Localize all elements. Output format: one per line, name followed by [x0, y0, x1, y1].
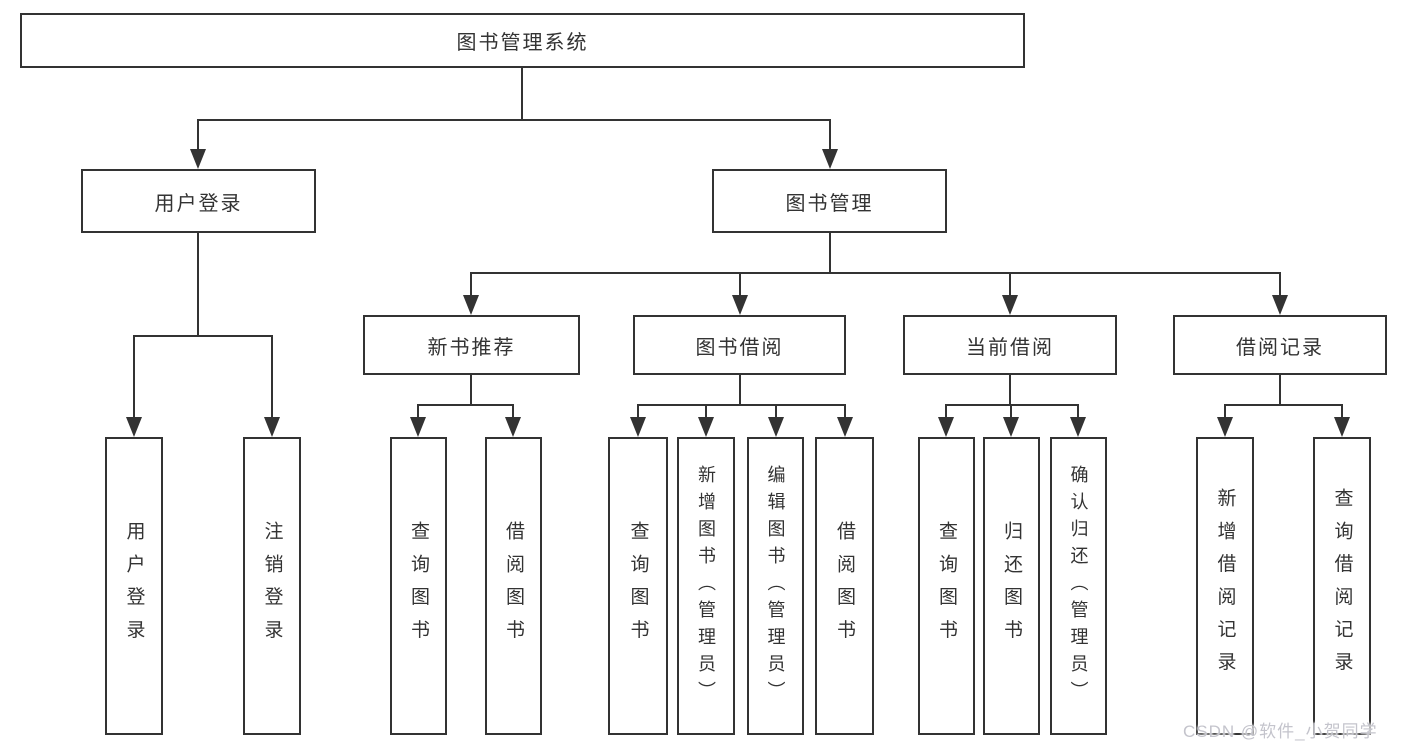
connector-arrow [512, 404, 514, 417]
connector-arrow-user-login [197, 119, 199, 149]
node-book-management: 图书管理 [712, 169, 947, 233]
node-new-book-recommend-label: 新书推荐 [427, 336, 516, 359]
node-borrow-records-label: 借阅记录 [1236, 336, 1324, 359]
connector-arrow-new-book [470, 272, 472, 295]
node-borrow-records: 借阅记录 [1173, 315, 1387, 375]
leaf-br-query-record: 查询借阅记录 [1313, 437, 1371, 735]
connector-arrow-current-borrow [1009, 272, 1011, 295]
leaf-bb-add-books-admin-label: 新增图书（管理员） [696, 464, 716, 708]
arrow-down-icon [1003, 417, 1019, 437]
connector-arrow-leaf-logout [271, 335, 273, 417]
leaf-bb-edit-books-admin-label: 编辑图书（管理员） [765, 464, 786, 708]
arrow-down-icon [1070, 417, 1086, 437]
leaf-user-login-label: 用户登录 [123, 520, 145, 652]
node-current-borrow: 当前借阅 [903, 315, 1117, 375]
connector-stem-book-management [829, 233, 831, 274]
csdn-watermark: CSDN @软件_小贺同学 [1183, 722, 1378, 741]
arrow-down-icon [698, 417, 714, 437]
leaf-cb-query-books: 查询图书 [918, 437, 975, 735]
leaf-bb-add-books-admin: 新增图书（管理员） [677, 437, 735, 735]
connector-bar-borrow-records [1224, 404, 1343, 406]
connector-arrow [637, 404, 639, 417]
connector-arrow [1341, 404, 1343, 417]
leaf-logout-login: 注销登录 [243, 437, 301, 735]
connector-arrow [705, 404, 707, 417]
leaf-nbr-query-books: 查询图书 [390, 437, 447, 735]
connector-bar-level3 [470, 272, 1281, 274]
connector-stem-current-borrow [1009, 375, 1011, 406]
arrow-down-icon [264, 417, 280, 437]
arrow-down-icon [126, 417, 142, 437]
connector-arrow [775, 404, 777, 417]
connector-bar-new-book [417, 404, 514, 406]
connector-stem-new-book [470, 375, 472, 406]
connector-arrow-leaf-login [133, 335, 135, 417]
arrow-down-icon [410, 417, 426, 437]
connector-stem-book-borrow [739, 375, 741, 406]
leaf-br-add-record-label: 新增借阅记录 [1214, 487, 1236, 685]
arrow-down-icon [190, 149, 206, 169]
arrow-down-icon [768, 417, 784, 437]
connector-arrow [945, 404, 947, 417]
node-library-system: 图书管理系统 [20, 13, 1025, 68]
leaf-cb-confirm-return-admin-label: 确认归还（管理员） [1068, 464, 1089, 708]
leaf-nbr-borrow-books: 借阅图书 [485, 437, 542, 735]
node-library-system-label: 图书管理系统 [456, 32, 589, 54]
arrow-down-icon [938, 417, 954, 437]
arrow-down-icon [1334, 417, 1350, 437]
connector-arrow-book-borrow [739, 272, 741, 295]
leaf-logout-login-label: 注销登录 [261, 520, 283, 652]
node-user-login-label: 用户登录 [154, 192, 243, 215]
connector-stem-user-login [197, 233, 199, 335]
connector-arrow [1077, 404, 1079, 417]
node-book-management-label: 图书管理 [785, 192, 874, 215]
arrow-down-icon [463, 295, 479, 315]
leaf-br-query-record-label: 查询借阅记录 [1331, 487, 1353, 685]
connector-arrow [1224, 404, 1226, 417]
arrow-down-icon [822, 149, 838, 169]
leaf-cb-query-books-label: 查询图书 [936, 520, 957, 652]
leaf-bb-edit-books-admin: 编辑图书（管理员） [747, 437, 804, 735]
node-book-borrow-label: 图书借阅 [695, 336, 784, 359]
leaf-bb-borrow-books-label: 借阅图书 [834, 520, 855, 652]
arrow-down-icon [1217, 417, 1233, 437]
connector-bar-level2 [197, 119, 831, 121]
connector-arrow [844, 404, 846, 417]
leaf-cb-return-books-label: 归还图书 [1001, 520, 1022, 652]
connector-arrow [417, 404, 419, 417]
connector-arrow-book-management [829, 119, 831, 149]
connector-stem-root [521, 68, 523, 121]
node-current-borrow-label: 当前借阅 [966, 336, 1054, 359]
leaf-bb-borrow-books: 借阅图书 [815, 437, 874, 735]
arrow-down-icon [630, 417, 646, 437]
leaf-bb-query-books: 查询图书 [608, 437, 668, 735]
leaf-br-add-record: 新增借阅记录 [1196, 437, 1254, 735]
arrow-down-icon [505, 417, 521, 437]
arrow-down-icon [732, 295, 748, 315]
connector-stem-borrow-records [1279, 375, 1281, 406]
leaf-bb-query-books-label: 查询图书 [627, 520, 649, 652]
connector-bar-current-borrow [945, 404, 1079, 406]
leaf-cb-return-books: 归还图书 [983, 437, 1040, 735]
node-book-borrow: 图书借阅 [633, 315, 846, 375]
arrow-down-icon [837, 417, 853, 437]
node-user-login: 用户登录 [81, 169, 316, 233]
arrow-down-icon [1272, 295, 1288, 315]
node-new-book-recommend: 新书推荐 [363, 315, 580, 375]
leaf-nbr-borrow-books-label: 借阅图书 [503, 520, 524, 652]
connector-bar-book-borrow [637, 404, 845, 406]
arrow-down-icon [1002, 295, 1018, 315]
connector-arrow [1010, 404, 1012, 417]
leaf-cb-confirm-return-admin: 确认归还（管理员） [1050, 437, 1107, 735]
leaf-user-login: 用户登录 [105, 437, 163, 735]
leaf-nbr-query-books-label: 查询图书 [408, 520, 429, 652]
connector-bar-user-login [133, 335, 273, 337]
connector-arrow-borrow-records [1279, 272, 1281, 295]
